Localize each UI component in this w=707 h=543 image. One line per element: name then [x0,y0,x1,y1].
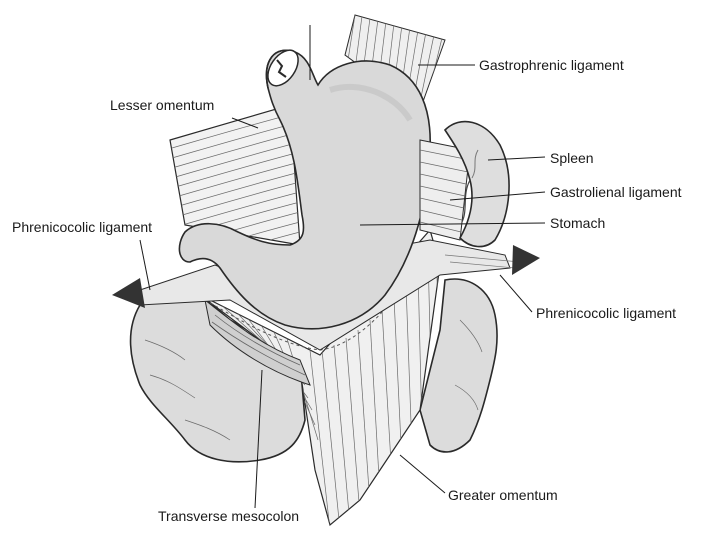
label-gastrolienal-ligament: Gastrolienal ligament [550,184,682,200]
label-phrenicocolic-ligament-left: Phrenicocolic ligament [12,219,152,235]
label-phrenicocolic-ligament-right: Phrenicocolic ligament [536,305,676,321]
label-lesser-omentum: Lesser omentum [110,97,214,113]
label-greater-omentum: Greater omentum [448,487,558,503]
left-arrow-icon [112,278,145,308]
right-arrow-icon [512,245,540,275]
label-transverse-mesocolon: Transverse mesocolon [158,508,299,524]
label-gastrophrenic-ligament: Gastrophrenic ligament [479,57,624,73]
label-stomach: Stomach [550,215,605,231]
label-spleen: Spleen [550,150,594,166]
